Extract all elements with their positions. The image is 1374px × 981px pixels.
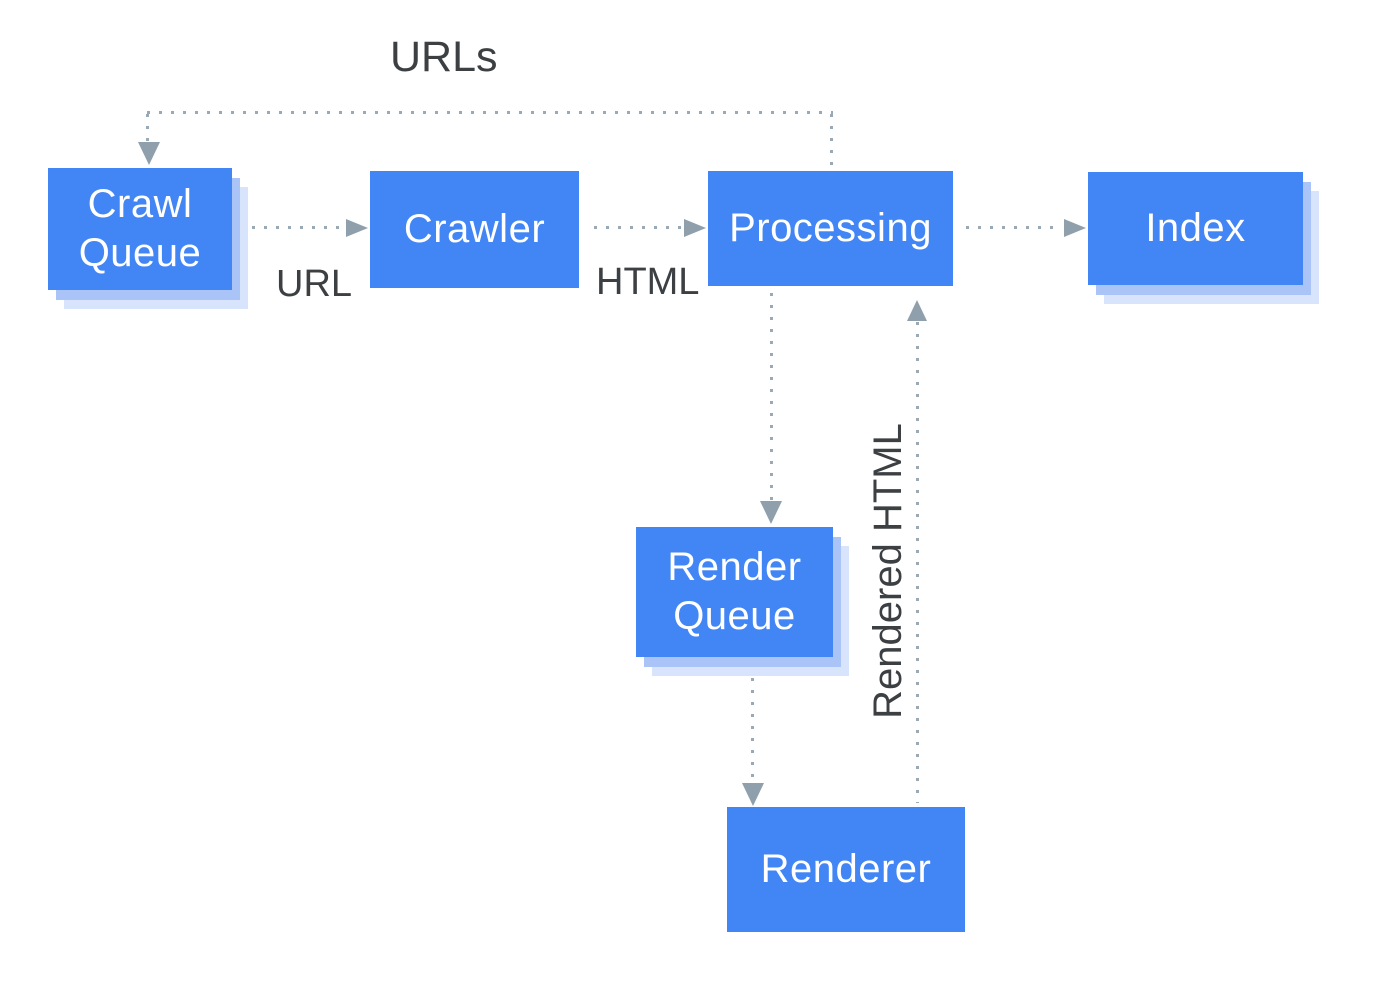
connector-processing-to-render-queue <box>770 293 773 501</box>
node-index: Index <box>1088 172 1303 285</box>
node-render-queue-label: Render Queue <box>667 545 802 638</box>
connector-crawl-queue-to-crawler <box>252 226 346 229</box>
node-renderer-label: Renderer <box>760 847 932 892</box>
node-processing: Processing <box>708 171 953 286</box>
node-crawl-queue: Crawl Queue <box>48 168 232 290</box>
node-crawl-queue-label: Crawl Queue <box>78 182 202 275</box>
node-crawler: Crawler <box>370 171 579 288</box>
arrowhead-into-crawler <box>346 219 368 237</box>
node-processing-label: Processing <box>729 206 932 251</box>
arrowhead-into-processing-bottom <box>907 300 927 321</box>
connector-renderer-to-processing <box>916 322 919 803</box>
connector-crawler-to-processing <box>594 226 682 229</box>
edge-label-urls: URLs <box>390 33 498 81</box>
arrowhead-into-index <box>1064 219 1086 237</box>
edge-label-html: HTML <box>596 261 700 303</box>
node-render-queue: Render Queue <box>636 527 833 657</box>
node-index-label: Index <box>1145 206 1246 251</box>
arrowhead-into-processing <box>684 219 706 237</box>
node-renderer: Renderer <box>727 807 965 932</box>
arrowhead-into-crawl-queue <box>138 142 160 165</box>
arrowhead-into-render-queue <box>760 501 782 524</box>
connector-processing-to-crawl-queue-right-stub <box>830 114 833 170</box>
connector-processing-to-index <box>966 226 1062 229</box>
node-crawler-label: Crawler <box>403 207 546 252</box>
connector-processing-to-crawl-queue-top <box>147 111 833 114</box>
edge-label-url: URL <box>276 263 353 305</box>
connector-processing-to-crawl-queue-left-stub <box>146 114 149 142</box>
edge-label-rendered-html: Rendered HTML <box>866 423 910 719</box>
arrowhead-into-renderer <box>742 783 764 806</box>
connector-render-queue-to-renderer <box>751 678 754 783</box>
